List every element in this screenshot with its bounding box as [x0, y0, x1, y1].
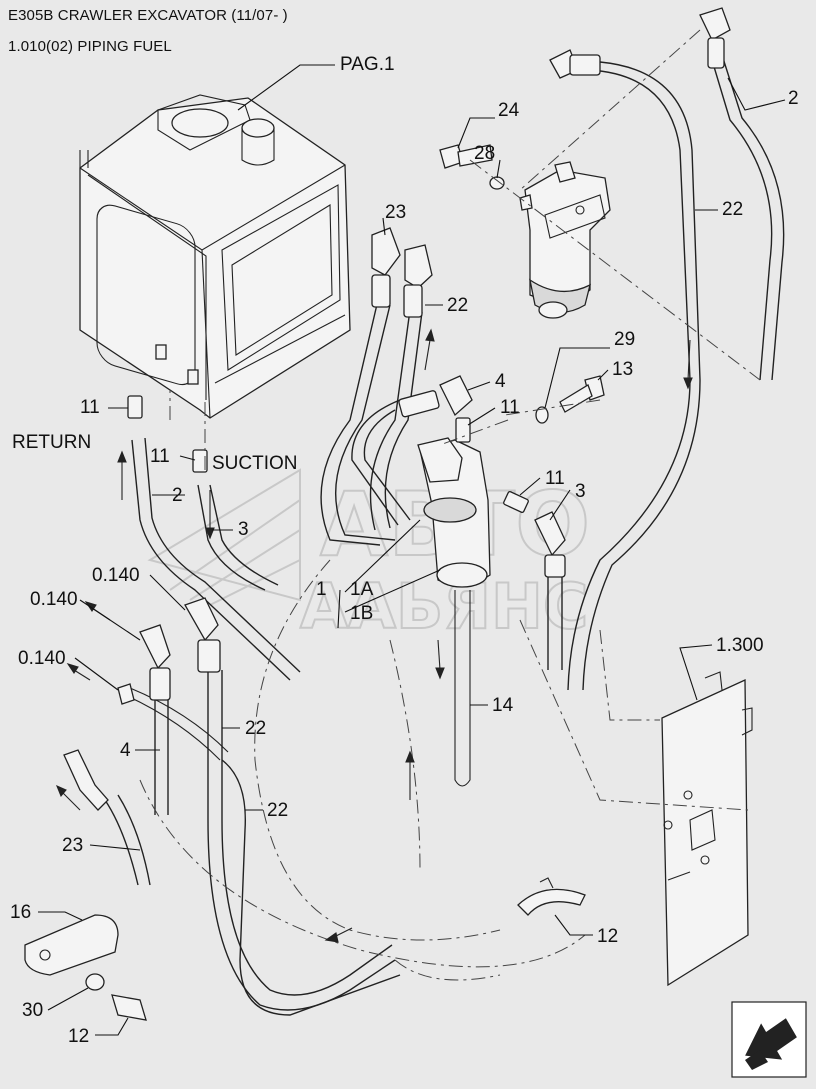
label-13: 13 [612, 359, 633, 380]
fuel-filter-lower [417, 437, 491, 787]
label-0140-c: 0.140 [18, 648, 66, 669]
label-0140-b: 0.140 [30, 589, 78, 610]
label-return: RETURN [12, 432, 91, 453]
bracket [661, 671, 753, 987]
label-2-top: 2 [788, 88, 799, 109]
label-22-low: 22 [245, 718, 266, 739]
label-24: 24 [498, 100, 520, 121]
label-30: 30 [22, 1000, 43, 1021]
label-1: 1 [316, 579, 327, 600]
label-12-bolt: 12 [68, 1026, 89, 1047]
flow-arrows [55, 328, 693, 943]
label-0140-a: 0.140 [92, 565, 140, 586]
next-page-button[interactable] [731, 1001, 807, 1078]
label-pag1: PAG.1 [340, 54, 395, 75]
leader-lines [38, 64, 786, 1036]
fuel-tank [79, 94, 351, 419]
label-1300: 1.300 [716, 635, 764, 656]
label-2-left: 2 [172, 485, 183, 506]
next-page-arrow-icon [745, 1018, 797, 1070]
label-29: 29 [614, 329, 635, 350]
label-12-clamp: 12 [597, 926, 618, 947]
label-1a: 1A [350, 579, 374, 600]
section-title: 1.010(02) PIPING FUEL [8, 38, 172, 55]
page-title: E305B CRAWLER EXCAVATOR (11/07- ) [8, 7, 288, 24]
label-4-mid: 4 [495, 371, 506, 392]
label-11-right: 11 [545, 468, 565, 489]
label-14: 14 [492, 695, 514, 716]
label-3-right: 3 [575, 481, 586, 502]
label-4-low: 4 [120, 740, 131, 761]
fuel-filter-upper [519, 161, 611, 319]
small-parts [24, 877, 586, 1021]
label-16: 16 [10, 902, 31, 923]
label-11-mid: 11 [500, 397, 520, 418]
label-28: 28 [474, 143, 495, 164]
label-1b: 1B [350, 603, 373, 624]
label-22-top-right: 22 [722, 199, 743, 220]
callout-labels: PAG.1 24 28 2 23 22 22 29 13 4 11 11 RET… [10, 54, 799, 1047]
label-3-left: 3 [238, 519, 249, 540]
label-11-left: 11 [80, 397, 100, 418]
label-22-mid: 22 [447, 295, 468, 316]
label-11-suction: 11 [150, 446, 170, 467]
fittings [63, 7, 731, 811]
label-22-bottom: 22 [267, 800, 288, 821]
label-23-low: 23 [62, 835, 83, 856]
centerlines [139, 29, 761, 981]
label-suction: SUCTION [212, 453, 298, 474]
label-23-top: 23 [385, 202, 406, 223]
hoses [104, 54, 785, 1016]
